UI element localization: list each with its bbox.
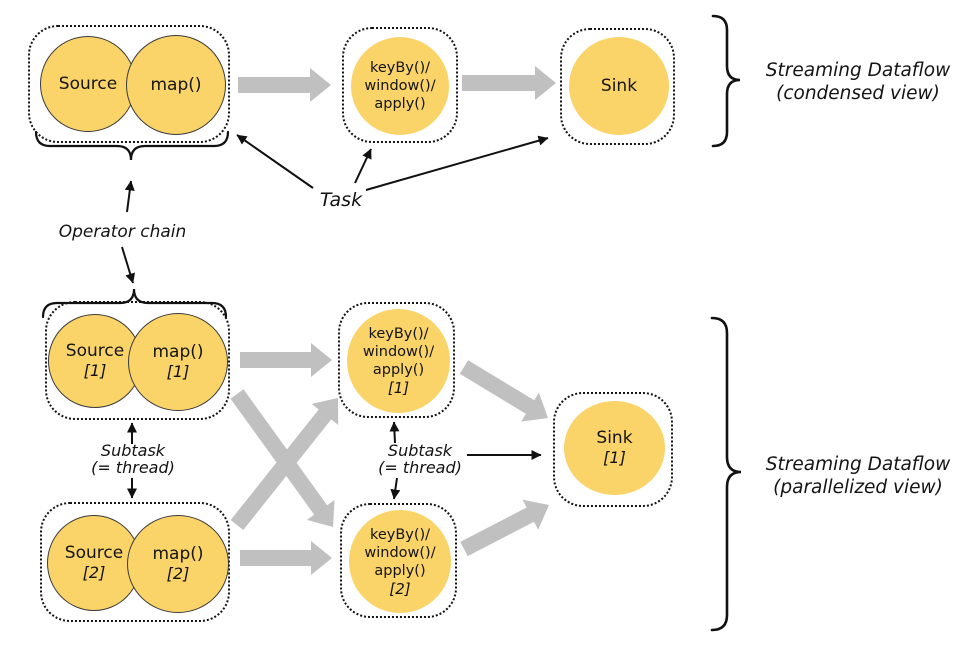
annotation-arrow xyxy=(121,246,136,284)
parallel-map2-node: map() [2] xyxy=(127,515,229,613)
condensed-operator-chain-box: Source map() xyxy=(28,25,230,143)
condensed-map-node: map() xyxy=(126,35,226,135)
bracket-parallelized-view xyxy=(710,316,742,632)
flow-arrow xyxy=(462,66,556,100)
condensed-source-label: Source xyxy=(58,74,118,94)
parallel-keyby2-box: keyBy()/ window()/ apply() [2] xyxy=(340,503,457,618)
task-label: Task xyxy=(319,189,363,211)
parallel-caption-line2: (parallelized view) xyxy=(773,477,943,498)
parallel-map1-node: map() [1] xyxy=(128,313,228,411)
subtask-label-left: Subtask (= thread) xyxy=(91,441,175,477)
parallel-sink1-box: Sink [1] xyxy=(553,392,673,507)
condensed-map-label: map() xyxy=(150,75,202,95)
bracket-condensed-view xyxy=(711,14,741,148)
condensed-keyby-box: keyBy()/ window()/ apply() xyxy=(342,27,458,143)
condensed-sink-node: Sink xyxy=(569,37,669,135)
flow-arrow xyxy=(230,398,339,530)
flow-arrow xyxy=(460,499,549,557)
flow-arrow xyxy=(240,541,332,575)
flow-arrow xyxy=(240,343,332,377)
condensed-keyby-node: keyBy()/ window()/ apply() xyxy=(351,37,449,135)
operator-chain-label: Operator chain xyxy=(58,222,187,242)
condensed-caption-line1: Streaming Dataflow xyxy=(765,60,951,81)
condensed-keyby-line2: window()/ xyxy=(364,78,436,94)
parallelized-view-caption: Streaming Dataflow (parallelized view) xyxy=(757,453,959,499)
flow-arrow xyxy=(459,360,548,422)
annotation-arrow xyxy=(390,477,401,500)
condensed-keyby-line1: keyBy()/ xyxy=(369,60,431,76)
brace-operator-chain-top xyxy=(34,130,230,161)
parallel-sink1-node: Sink [1] xyxy=(564,401,665,495)
parallel-caption-line1: Streaming Dataflow xyxy=(765,454,951,475)
brace-operator-chain-bottom xyxy=(41,288,228,319)
condensed-source-node: Source xyxy=(40,36,136,132)
annotation-arrow xyxy=(389,421,400,444)
annotation-arrow xyxy=(124,180,135,213)
annotation-arrow xyxy=(365,135,549,191)
condensed-view-caption: Streaming Dataflow (condensed view) xyxy=(757,59,959,105)
parallel-keyby1-box: keyBy()/ window()/ apply() [1] xyxy=(338,302,455,418)
condensed-sink-label: Sink xyxy=(600,76,638,96)
annotation-arrow xyxy=(236,134,314,189)
condensed-caption-line2: (condensed view) xyxy=(776,83,940,104)
condensed-keyby-line3: apply() xyxy=(374,96,426,112)
flow-arrow xyxy=(238,68,331,102)
parallel-operator-chain-box-1: Source [1] map() [1] xyxy=(45,301,230,420)
annotation-arrow xyxy=(354,148,372,184)
parallel-operator-chain-box-2: Source [2] map() [2] xyxy=(40,502,230,622)
parallel-keyby2-node: keyBy()/ window()/ apply() [2] xyxy=(349,510,451,613)
subtask-label-middle: Subtask (= thread) xyxy=(378,441,462,477)
parallel-keyby1-node: keyBy()/ window()/ apply() [1] xyxy=(347,309,450,413)
condensed-sink-box: Sink xyxy=(560,28,675,145)
